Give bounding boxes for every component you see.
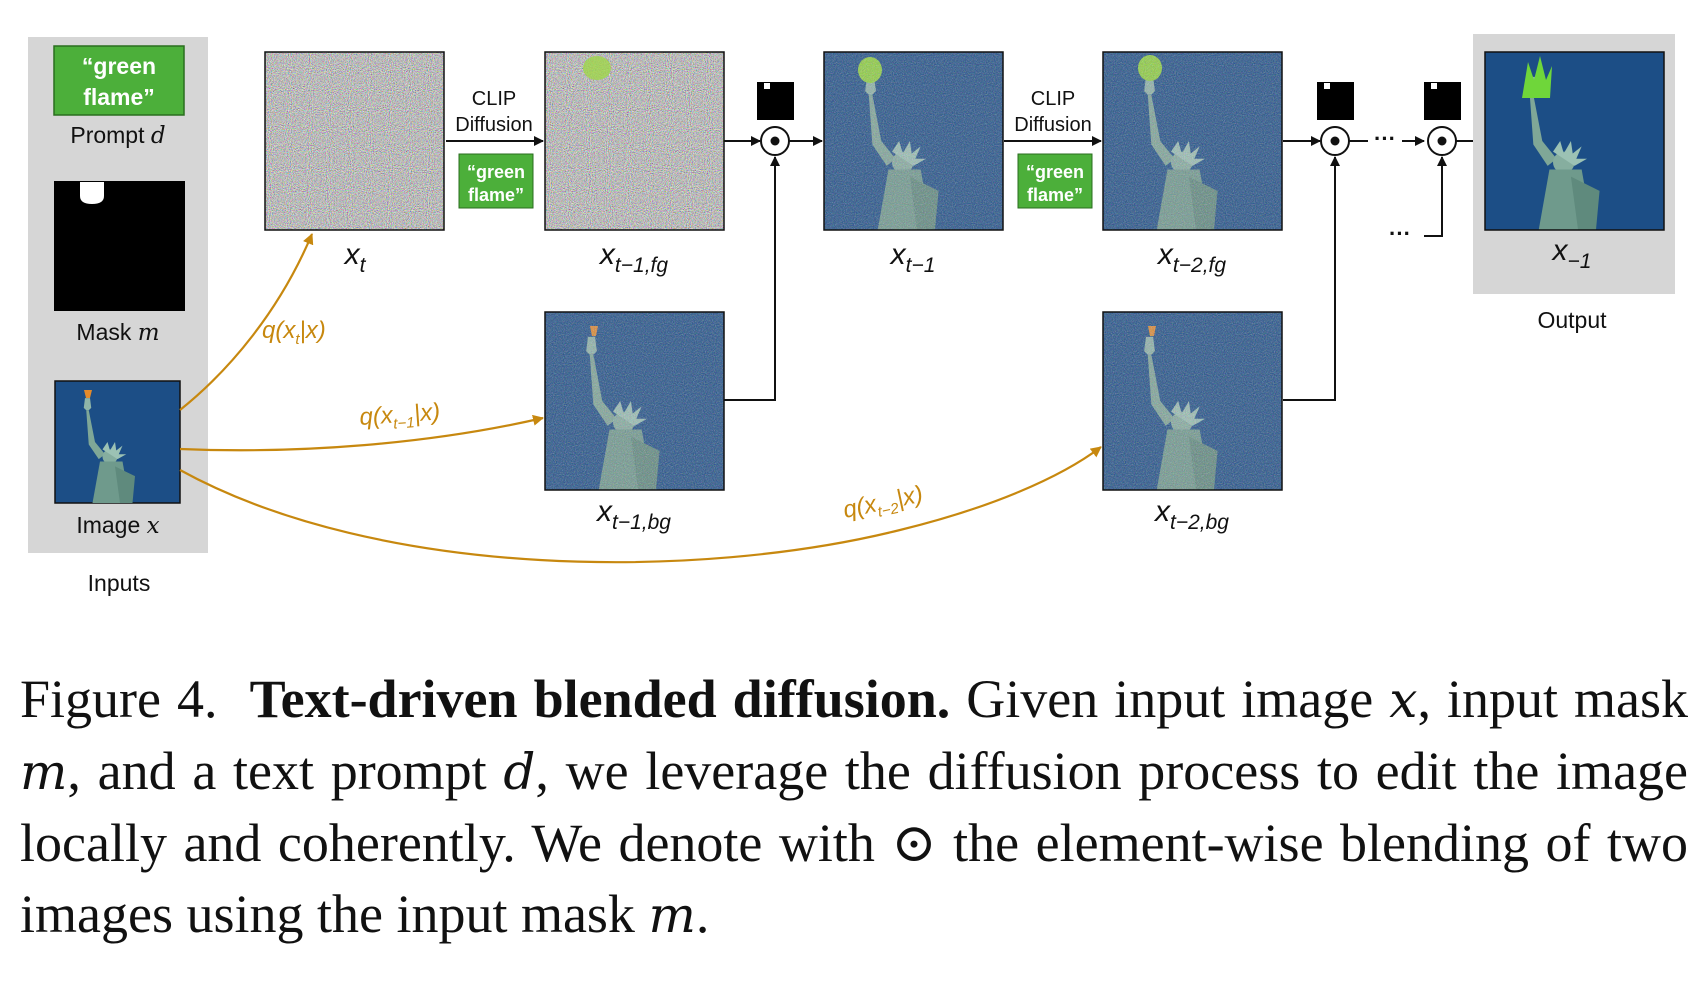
q-arrow-xt1bg (179, 414, 544, 452)
q-label-xt2bg: q(xt−2|x) (841, 481, 927, 528)
xt-noise-image (264, 51, 445, 231)
caption-label: Figure 4. (20, 669, 218, 729)
xt2fg-label: xt−2,fg (1156, 238, 1226, 277)
step-prompt-1-line2: flame” (468, 185, 524, 205)
mask-label: Mask m (76, 319, 159, 346)
mask-image (54, 181, 185, 311)
arrow-dots-up-to-blend3 (1424, 156, 1447, 237)
step-prompt-box-1 (458, 153, 534, 209)
step-prompt-1-line1: “green (467, 162, 525, 182)
figure-caption: Figure 4. Text-driven blended diffusion.… (20, 664, 1688, 951)
xt2fg-image (1102, 51, 1283, 231)
inputs-label: Inputs (88, 570, 151, 596)
xt1-label: xt−1 (889, 238, 936, 277)
q-label-xt: q(xt|x) (262, 317, 326, 348)
clip-label-1: CLIP (472, 88, 516, 110)
input-image (54, 380, 181, 504)
caption-text-2: , input mask (1417, 669, 1688, 729)
output-x-label: x−1 (1551, 234, 1592, 273)
blend-node-3-dot (1437, 136, 1447, 146)
xt2bg-label: xt−2,bg (1153, 495, 1229, 534)
ellipsis-bottom: ··· (1389, 221, 1411, 246)
xt1-image (823, 51, 1004, 231)
prompt-box (53, 45, 185, 116)
caption-text-4: , we leverage the diffusion process to e… (20, 741, 1688, 873)
mask-icon-2-hole (1324, 83, 1330, 89)
blend-node-1-dot (770, 136, 780, 146)
arrow-bg2-to-blend2 (1283, 156, 1340, 401)
prompt-text-line2: flame” (83, 84, 155, 110)
mask-icon-3-hole (1431, 83, 1437, 89)
caption-var-m: m (20, 743, 68, 801)
caption-text-6: . (695, 884, 710, 944)
output-image (1484, 51, 1665, 231)
caption-text-5: the element-wise blending of two images … (20, 813, 1689, 944)
mask-icon-1-hole (764, 83, 770, 89)
xt1fg-image (544, 51, 725, 231)
xt1bg-image (544, 311, 725, 491)
caption-text-3: , and a text prompt (67, 741, 504, 801)
output-label: Output (1537, 307, 1607, 333)
prompt-label: Prompt d (70, 122, 165, 149)
caption-blend-symbol: ⊙ (891, 813, 937, 873)
step-prompt-2-line1: “green (1026, 162, 1084, 182)
caption-var-x: x (1389, 671, 1418, 729)
xt1fg-label: xt−1,fg (598, 238, 668, 277)
mask-icon-2 (1317, 82, 1354, 120)
mask-hole (80, 182, 104, 204)
mask-icon-3 (1424, 82, 1461, 120)
caption-text-1: Given input image (950, 669, 1390, 729)
diffusion-label-2: Diffusion (1014, 114, 1091, 136)
prompt-text-line1: “green (82, 53, 156, 79)
q-arrow-xt (179, 233, 314, 411)
clip-label-2: CLIP (1031, 88, 1075, 110)
q-arrow-xt2bg (179, 446, 1102, 564)
q-label-xt1bg: q(xt−1|x) (359, 398, 442, 435)
diffusion-label-1: Diffusion (455, 114, 532, 136)
caption-var-m2: m (648, 886, 696, 944)
mask-icon-1 (757, 82, 794, 120)
image-label: Image x (76, 512, 159, 539)
blend-node-2-dot (1330, 136, 1340, 146)
ellipsis-top: ··· (1374, 126, 1396, 151)
xt1bg-label: xt−1,bg (595, 495, 671, 534)
arrow-bg1-to-blend1 (724, 156, 780, 401)
xt-label: xt (343, 238, 367, 277)
blended-diffusion-diagram: “green flame” Prompt d Mask m Image x In… (28, 34, 1675, 596)
step-prompt-2-line2: flame” (1027, 185, 1083, 205)
step-prompt-box-2 (1017, 153, 1093, 209)
caption-var-d: d (503, 743, 536, 801)
xt2bg-image (1102, 311, 1283, 491)
caption-title: Text-driven blended diffusion. (249, 669, 951, 729)
